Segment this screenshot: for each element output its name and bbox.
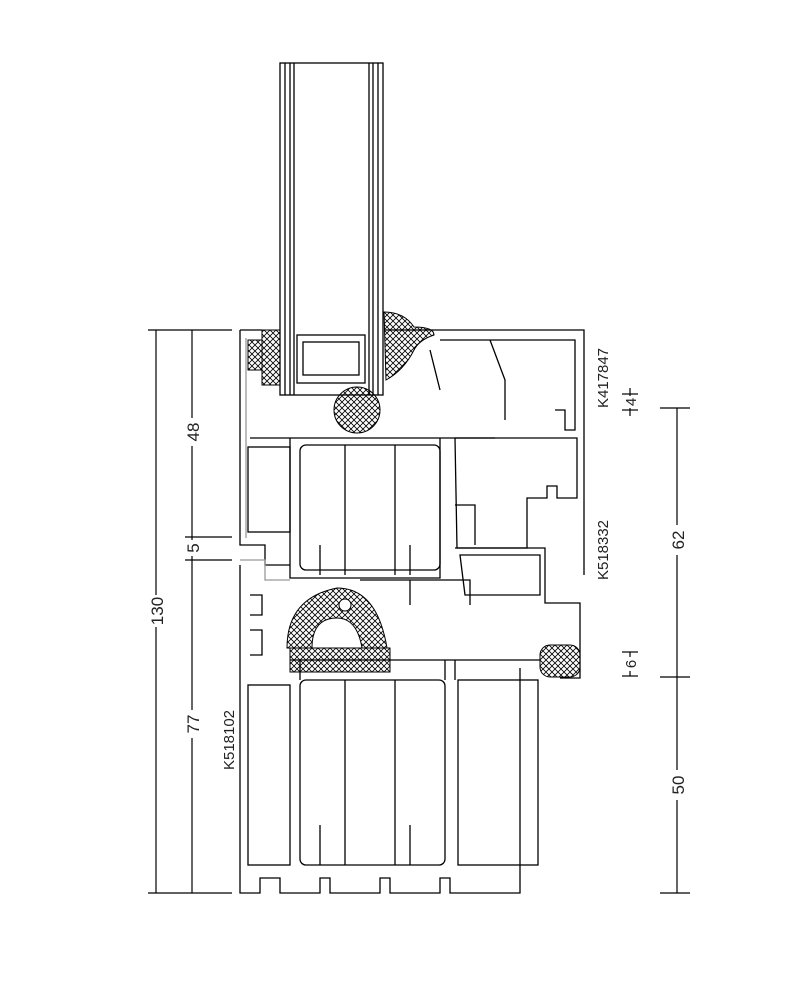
left-dimensions: 130 48 5 77 K518102 [148,329,238,894]
dim-48-label: 48 [184,423,203,442]
dim-5-label: 5 [184,543,203,552]
sash-profile-K518332 [239,329,585,679]
dim-4-label: 4 [623,398,640,406]
frame-profile-K518102 [239,559,540,894]
dim-50-label: 50 [669,776,688,795]
dim-130-label: 130 [148,597,167,625]
profile-code-sash: K518332 [595,520,612,580]
dim-6-label: 6 [623,660,640,668]
dim-77-label: 77 [184,715,203,734]
gaskets [247,311,581,678]
dim-62-label: 62 [669,531,688,550]
glass-unit [279,62,384,396]
profile-code-frame: K518102 [221,710,238,770]
profile-code-bead: K417847 [595,348,612,408]
right-dimensions: 62 50 4 6 K417847 K518332 [595,348,690,894]
